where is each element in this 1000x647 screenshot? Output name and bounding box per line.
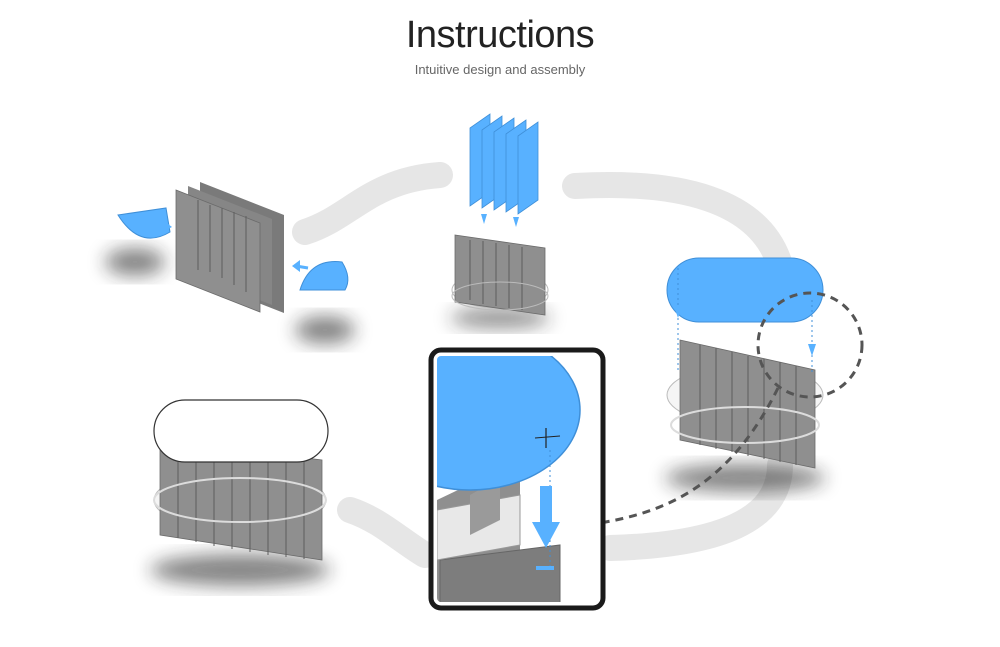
page-title: Instructions — [405, 14, 595, 56]
detail-zoom-frame — [428, 347, 606, 611]
step-4-finished-unit — [150, 399, 330, 586]
step-2-blue-panels — [450, 113, 550, 328]
arrow-right-icon — [156, 221, 172, 231]
step-3-top-placement — [665, 257, 864, 492]
arrow-down-icon — [674, 306, 816, 356]
arrow-left-icon — [292, 260, 309, 272]
arrow-down-icon — [532, 486, 560, 548]
page-subtitle: Intuitive design and assembly — [414, 62, 586, 77]
arrow-down-icon — [481, 214, 519, 227]
step-1-panels-and-half-moons — [105, 182, 355, 344]
